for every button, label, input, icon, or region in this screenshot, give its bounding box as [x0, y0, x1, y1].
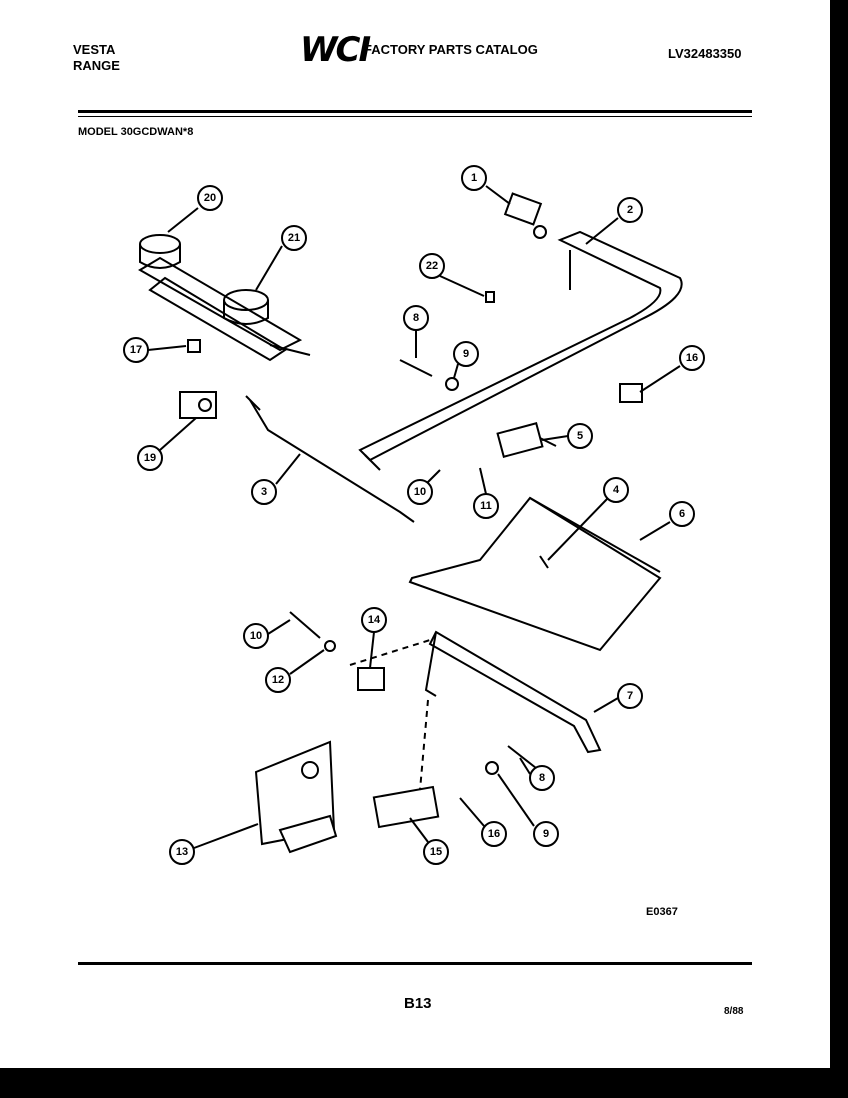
brand-name: VESTA	[73, 42, 116, 57]
callout-label: 8	[539, 772, 545, 784]
oven-burner	[424, 630, 602, 754]
orifice-part	[445, 377, 459, 391]
bracket-part	[179, 291, 643, 419]
callout-label: 16	[686, 352, 698, 364]
screw-part	[399, 359, 433, 377]
brand-block: VESTA RANGE	[73, 42, 120, 74]
dashed-leader	[349, 639, 431, 666]
callout-label: 2	[627, 204, 633, 216]
valve-bracket	[357, 667, 385, 691]
burner-tray	[408, 496, 662, 652]
callout-label: 13	[176, 846, 188, 858]
drawing-code: E0367	[646, 906, 678, 918]
callout-label: 11	[480, 500, 492, 512]
callout-label: 22	[426, 260, 438, 272]
exploded-parts-diagram: 1 2 20 21 22 8 9 17 16 19 3 10 11	[123, 165, 705, 865]
header-rule	[78, 110, 752, 113]
screw-part	[507, 745, 537, 769]
mounting-plate	[254, 740, 338, 854]
burner-assembly	[138, 234, 311, 362]
callout-label: 1	[471, 172, 477, 184]
callout-label: 12	[272, 674, 284, 686]
valve-part	[503, 192, 547, 239]
catalog-title: FACTORY PARTS CATALOG	[364, 42, 538, 57]
orifice-part	[485, 761, 499, 775]
nut-part	[324, 640, 336, 652]
callout-label: 7	[627, 690, 633, 702]
footer-rule	[78, 962, 752, 965]
page-number: B13	[404, 995, 432, 1012]
callout-label: 10	[414, 486, 426, 498]
callout-label: 5	[577, 430, 583, 442]
manifold-pipe	[358, 230, 683, 471]
callout-label: 4	[613, 484, 620, 496]
product-type: RANGE	[73, 58, 120, 73]
callout-label: 9	[543, 828, 549, 840]
header-rule-thin	[78, 116, 752, 117]
callout-label: 17	[130, 344, 142, 356]
callout-label: 16	[488, 828, 500, 840]
callout-label: 9	[463, 348, 469, 360]
callout-label: 19	[144, 452, 156, 464]
revision-date: 8/88	[724, 1006, 744, 1017]
catalog-sheet: VESTA RANGE WCI FACTORY PARTS CATALOG LV…	[0, 0, 830, 1068]
callout-label: 6	[679, 508, 685, 520]
catalog-brand: WCI FACTORY PARTS CATALOG	[300, 30, 538, 70]
callout-label: 15	[430, 846, 442, 858]
callout-label: 14	[368, 614, 381, 626]
model-number: MODEL 30GCDWAN*8	[78, 126, 194, 138]
valve-part	[496, 422, 557, 458]
pilot-tube	[245, 395, 415, 523]
catalog-number: LV32483350	[668, 46, 742, 61]
callout-markers: 1 2 20 21 22 8 9 17 16 19 3 10 11	[123, 165, 705, 865]
callout-label: 10	[250, 630, 262, 642]
callout-label: 3	[261, 486, 267, 498]
callout-label: 21	[288, 232, 300, 244]
thermostat-part	[372, 699, 440, 829]
wci-logo: WCI	[300, 30, 371, 70]
callout-label: 20	[204, 192, 216, 204]
tube-part	[289, 611, 321, 639]
callout-label: 8	[413, 312, 419, 324]
